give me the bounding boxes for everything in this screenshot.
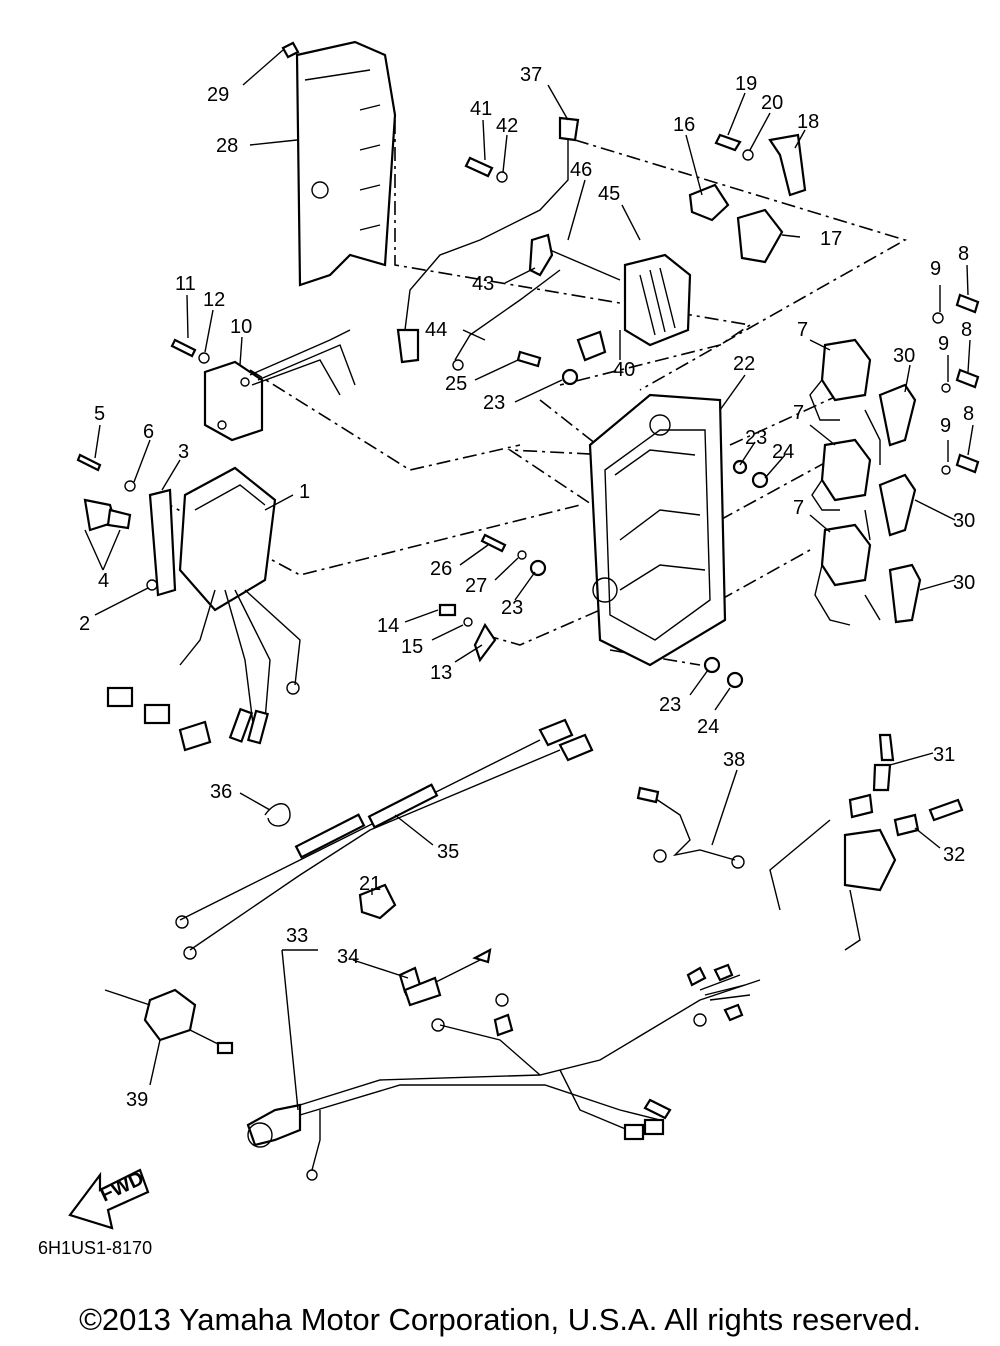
callout-27: 27 xyxy=(465,575,487,597)
ignition-coils xyxy=(809,293,980,626)
callout-38: 38 xyxy=(723,749,745,771)
screw-29 xyxy=(281,41,300,59)
callout-33: 33 xyxy=(286,925,308,947)
callout-37: 37 xyxy=(520,64,542,86)
callout-13: 13 xyxy=(430,662,452,684)
callout-18: 18 xyxy=(797,111,819,133)
bolt-5 xyxy=(76,453,102,472)
bolt-26 xyxy=(480,533,507,553)
clip-21 xyxy=(358,883,397,920)
callout-30-a: 30 xyxy=(893,345,915,367)
battery-cables xyxy=(396,116,621,371)
bracket-3 xyxy=(148,488,177,597)
callout-20: 20 xyxy=(761,92,783,114)
callout-23-d: 23 xyxy=(659,694,681,716)
grommet-23 xyxy=(561,368,579,386)
callout-10: 10 xyxy=(230,316,252,338)
callout-28: 28 xyxy=(216,135,238,157)
callout-17: 17 xyxy=(820,228,842,250)
callout-45: 45 xyxy=(598,183,620,205)
callout-8-b: 8 xyxy=(961,319,972,341)
callout-41: 41 xyxy=(470,98,492,120)
callout-8-a: 8 xyxy=(958,243,969,265)
main-harness-33 xyxy=(246,883,761,1181)
callout-19: 19 xyxy=(735,73,757,95)
callout-labels: 29 28 37 41 42 16 19 20 18 46 45 17 43 9… xyxy=(79,64,975,1111)
copyright-notice: ©2013 Yamaha Motor Corporation, U.S.A. A… xyxy=(79,1302,921,1337)
bolt-19 xyxy=(714,133,742,152)
bolt-11 xyxy=(170,338,197,358)
terminal-43 xyxy=(528,233,554,277)
callout-21: 21 xyxy=(359,873,381,895)
callout-7-a: 7 xyxy=(797,319,808,341)
callout-30-c: 30 xyxy=(953,572,975,594)
callout-34: 34 xyxy=(337,946,359,968)
callout-46: 46 xyxy=(570,159,592,181)
callout-5: 5 xyxy=(94,403,105,425)
callout-31: 31 xyxy=(933,744,955,766)
callout-39: 39 xyxy=(126,1089,148,1111)
sensor-assembly-31 xyxy=(769,733,964,951)
callout-9-c: 9 xyxy=(940,415,951,437)
drawing-code: 6H1US1-8170 xyxy=(38,1238,153,1258)
bolt-25 xyxy=(516,350,542,368)
callout-3: 3 xyxy=(178,441,189,463)
callout-6: 6 xyxy=(143,421,154,443)
callout-43: 43 xyxy=(472,273,494,295)
callout-1: 1 xyxy=(299,481,310,503)
clip-36 xyxy=(264,803,291,827)
callout-15: 15 xyxy=(401,636,423,658)
callout-30-b: 30 xyxy=(953,510,975,532)
rectifier-regulator-10 xyxy=(170,329,356,442)
callout-23-c: 23 xyxy=(501,597,523,619)
lead-wire-38 xyxy=(636,786,745,869)
mounting-bracket-22 xyxy=(438,350,769,689)
callout-12: 12 xyxy=(203,289,225,311)
callout-40: 40 xyxy=(613,359,635,381)
screw-14 xyxy=(438,603,457,617)
assembly-guide-lines xyxy=(159,64,908,666)
electrical-cover-plate xyxy=(281,40,397,287)
callout-2: 2 xyxy=(79,613,90,635)
callout-11: 11 xyxy=(175,273,196,295)
harness-35 xyxy=(175,718,594,960)
callout-25: 25 xyxy=(445,373,467,395)
bolt-41 xyxy=(464,156,494,178)
callout-leader-lines xyxy=(84,49,974,1111)
callout-32: 32 xyxy=(943,844,965,866)
callout-36: 36 xyxy=(210,781,232,803)
callout-14: 14 xyxy=(377,615,399,637)
relay-assembly-40 xyxy=(464,133,807,362)
bracket-39 xyxy=(104,988,234,1055)
bracket-18 xyxy=(768,133,807,197)
callout-26: 26 xyxy=(430,558,452,580)
callout-16: 16 xyxy=(673,114,695,136)
callout-24-b: 24 xyxy=(697,716,719,738)
callout-22: 22 xyxy=(733,353,755,375)
clip-13 xyxy=(473,622,497,663)
cdi-unit-1 xyxy=(76,453,301,752)
callout-24-a: 24 xyxy=(772,441,794,463)
callout-7-c: 7 xyxy=(793,497,804,519)
callout-29: 29 xyxy=(207,84,229,106)
callout-4: 4 xyxy=(98,570,109,592)
callout-8-c: 8 xyxy=(963,403,974,425)
callout-35: 35 xyxy=(437,841,459,863)
callout-9-b: 9 xyxy=(938,333,949,355)
callout-9-a: 9 xyxy=(930,258,941,280)
callout-7-b: 7 xyxy=(793,402,804,424)
fwd-arrow-icon: FWD xyxy=(68,1167,150,1230)
callout-42: 42 xyxy=(496,115,518,137)
callout-23-b: 23 xyxy=(745,427,767,449)
clip-17 xyxy=(736,208,784,264)
callout-44: 44 xyxy=(425,319,447,341)
switch-16 xyxy=(688,183,730,222)
callout-23-a: 23 xyxy=(483,392,505,414)
